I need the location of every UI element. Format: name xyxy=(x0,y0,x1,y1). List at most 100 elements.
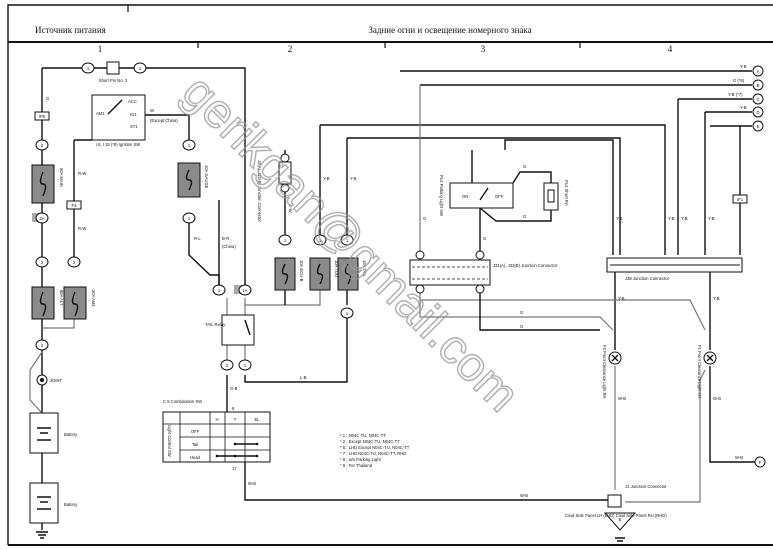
svg-text:9: 9 xyxy=(232,406,235,411)
combination-switch: C 8 Combination SW 9 17 Light Control SW… xyxy=(162,399,271,471)
svg-text:1: 1 xyxy=(319,238,322,243)
svg-text:G: G xyxy=(523,214,526,219)
svg-text:P14 Parking Light SW: P14 Parking Light SW xyxy=(439,175,444,216)
ip5-connector xyxy=(34,111,50,121)
short-pin-label: Short Pin No. 3 xyxy=(99,78,128,83)
svg-text:1A: 1A xyxy=(242,288,247,293)
wire-labels: G R-W R-W W (Except China) R-L B-R (Chin… xyxy=(46,96,721,498)
svg-text:15A TAIL: 15A TAIL xyxy=(362,260,367,278)
svg-text:Y-B (*7): Y-B (*7) xyxy=(728,92,743,97)
svg-text:W-B: W-B xyxy=(735,455,743,460)
svg-text:G-B: G-B xyxy=(230,386,238,391)
svg-text:17: 17 xyxy=(232,466,237,471)
svg-text:EL: EL xyxy=(254,417,260,422)
footnotes: * 1 : N04C-TU, N04C-TT * 2 : Except N04C… xyxy=(340,433,410,468)
svg-text:1: 1 xyxy=(87,66,90,71)
svg-text:E: E xyxy=(619,517,622,522)
svg-text:E: E xyxy=(757,124,760,129)
svg-text:G: G xyxy=(520,310,523,315)
svg-text:D: D xyxy=(756,110,759,115)
svg-text:I 6, I 15 (*8) Ignition SW: I 6, I 15 (*8) Ignition SW xyxy=(96,142,141,147)
svg-text:J38 Junction Connector: J38 Junction Connector xyxy=(625,276,670,281)
svg-text:AM1: AM1 xyxy=(96,111,105,116)
svg-text:* 8 : w/o Parking Light: * 8 : w/o Parking Light xyxy=(340,457,382,462)
off-page-connectors: A Y-B B G (*6) C Y-B (*7) D Y-B E F W-B xyxy=(728,64,766,468)
column-4: 4 xyxy=(668,44,673,54)
svg-text:1: 1 xyxy=(139,66,142,71)
svg-text:* 2 : Except N04C-TU, N04C-TT: * 2 : Except N04C-TU, N04C-TT xyxy=(340,439,400,444)
svg-text:Y-B: Y-B xyxy=(323,176,330,181)
svg-text:TAIL Relay: TAIL Relay xyxy=(205,322,226,327)
j38-junction-connector: J38 Junction Connector xyxy=(606,257,743,281)
svg-text:2: 2 xyxy=(41,343,44,348)
short-pin xyxy=(106,61,120,75)
svg-text:ST1: ST1 xyxy=(130,124,138,129)
svg-text:Y-B: Y-B xyxy=(681,216,688,221)
fuses: 60A MAIN 80A ALT 30A AM1 10A GAUGE 10A E… xyxy=(31,162,367,320)
svg-text:OFF: OFF xyxy=(495,194,504,199)
wire-label-lw: L-W xyxy=(288,205,293,213)
svg-text:ON: ON xyxy=(462,194,468,199)
svg-text:G: G xyxy=(46,96,49,101)
svg-text:JOINT: JOINT xyxy=(50,378,63,383)
svg-text:2: 2 xyxy=(73,260,76,265)
column-1: 1 xyxy=(98,44,103,54)
svg-text:ACC: ACC xyxy=(128,99,137,104)
column-2: 2 xyxy=(288,44,293,54)
parking-light-switch: ON OFF P14 Parking Light SW P14 Short Pi… xyxy=(439,175,569,216)
svg-text:2: 2 xyxy=(41,143,44,148)
wires xyxy=(29,67,755,530)
svg-text:OFF: OFF xyxy=(191,429,200,434)
svg-text:10A ECU-B: 10A ECU-B xyxy=(299,260,304,282)
svg-text:G: G xyxy=(520,324,523,329)
svg-text:J2(A), J22(B) Junction Connect: J2(A), J22(B) Junction Connector xyxy=(257,160,262,223)
ignition-switch: AM1 ACC IG1 ST1 I 6, I 15 (*8) Ignition … xyxy=(91,94,146,147)
svg-text:F4: F4 xyxy=(72,203,78,208)
frame xyxy=(7,4,773,546)
svg-text:60A MAIN: 60A MAIN xyxy=(59,168,64,187)
tail-relay: TAIL Relay xyxy=(205,314,255,346)
front-clearance-lights: F2 Front Clearance Light RH F1 Front Cle… xyxy=(602,345,717,399)
svg-text:30A AM1: 30A AM1 xyxy=(91,290,96,307)
connectors: 1 1 2 2A 2 2 2 1 1 1 1A 1 1 1 1 1 1 xyxy=(32,62,354,371)
svg-text:Y-B: Y-B xyxy=(740,105,747,110)
svg-text:L-B: L-B xyxy=(300,375,307,380)
svg-text:10A TOO: 10A TOO xyxy=(334,260,339,278)
svg-text:C: C xyxy=(756,97,759,102)
svg-text:R-L: R-L xyxy=(194,236,201,241)
svg-text:G (*6): G (*6) xyxy=(733,78,745,83)
svg-text:W-B: W-B xyxy=(248,481,256,486)
svg-text:1: 1 xyxy=(188,143,191,148)
svg-text:IG1: IG1 xyxy=(130,112,137,117)
svg-text:W-B: W-B xyxy=(520,493,528,498)
svg-text:Light Control SW: Light Control SW xyxy=(167,425,172,457)
svg-text:Y-B: Y-B xyxy=(618,296,625,301)
battery-section: JOINT Battery Battery xyxy=(29,374,78,539)
svg-text:Tail: Tail xyxy=(192,442,198,447)
svg-text:1: 1 xyxy=(188,216,191,221)
svg-text:1: 1 xyxy=(284,238,287,243)
ground-point: J1 Junction Connector E Cowl Side Panel … xyxy=(565,484,667,542)
svg-text:* 6 : LHD Except N04C-TU, N04C: * 6 : LHD Except N04C-TU, N04C-TT xyxy=(340,445,410,450)
svg-text:G: G xyxy=(423,216,426,221)
if1-connector xyxy=(732,194,748,204)
svg-text:J31(A), J32(B) Junction Connec: J31(A), J32(B) Junction Connector xyxy=(493,263,558,268)
svg-text:2A: 2A xyxy=(39,216,44,221)
svg-text:F: F xyxy=(759,460,762,465)
svg-text:80A ALT: 80A ALT xyxy=(59,290,64,306)
f4-connector xyxy=(66,200,82,210)
svg-text:* 7 : LHD N04C-TU, N04C-TT, RH: * 7 : LHD N04C-TU, N04C-TT, RHD xyxy=(340,451,406,456)
svg-text:IP5: IP5 xyxy=(39,114,46,119)
svg-text:1: 1 xyxy=(346,311,349,316)
j2-junction-connector: J2(A), J22(B) Junction Connector xyxy=(257,153,292,223)
svg-text:T: T xyxy=(234,417,237,422)
svg-text:1: 1 xyxy=(218,288,221,293)
svg-text:W-B: W-B xyxy=(713,396,721,401)
svg-text:W: W xyxy=(150,108,154,113)
svg-text:Y-B: Y-B xyxy=(708,216,715,221)
svg-text:2: 2 xyxy=(41,260,44,265)
svg-text:W-B: W-B xyxy=(618,396,626,401)
svg-text:1: 1 xyxy=(346,238,349,243)
j31-junction-connector: J31(A), J32(B) Junction Connector xyxy=(409,250,558,294)
